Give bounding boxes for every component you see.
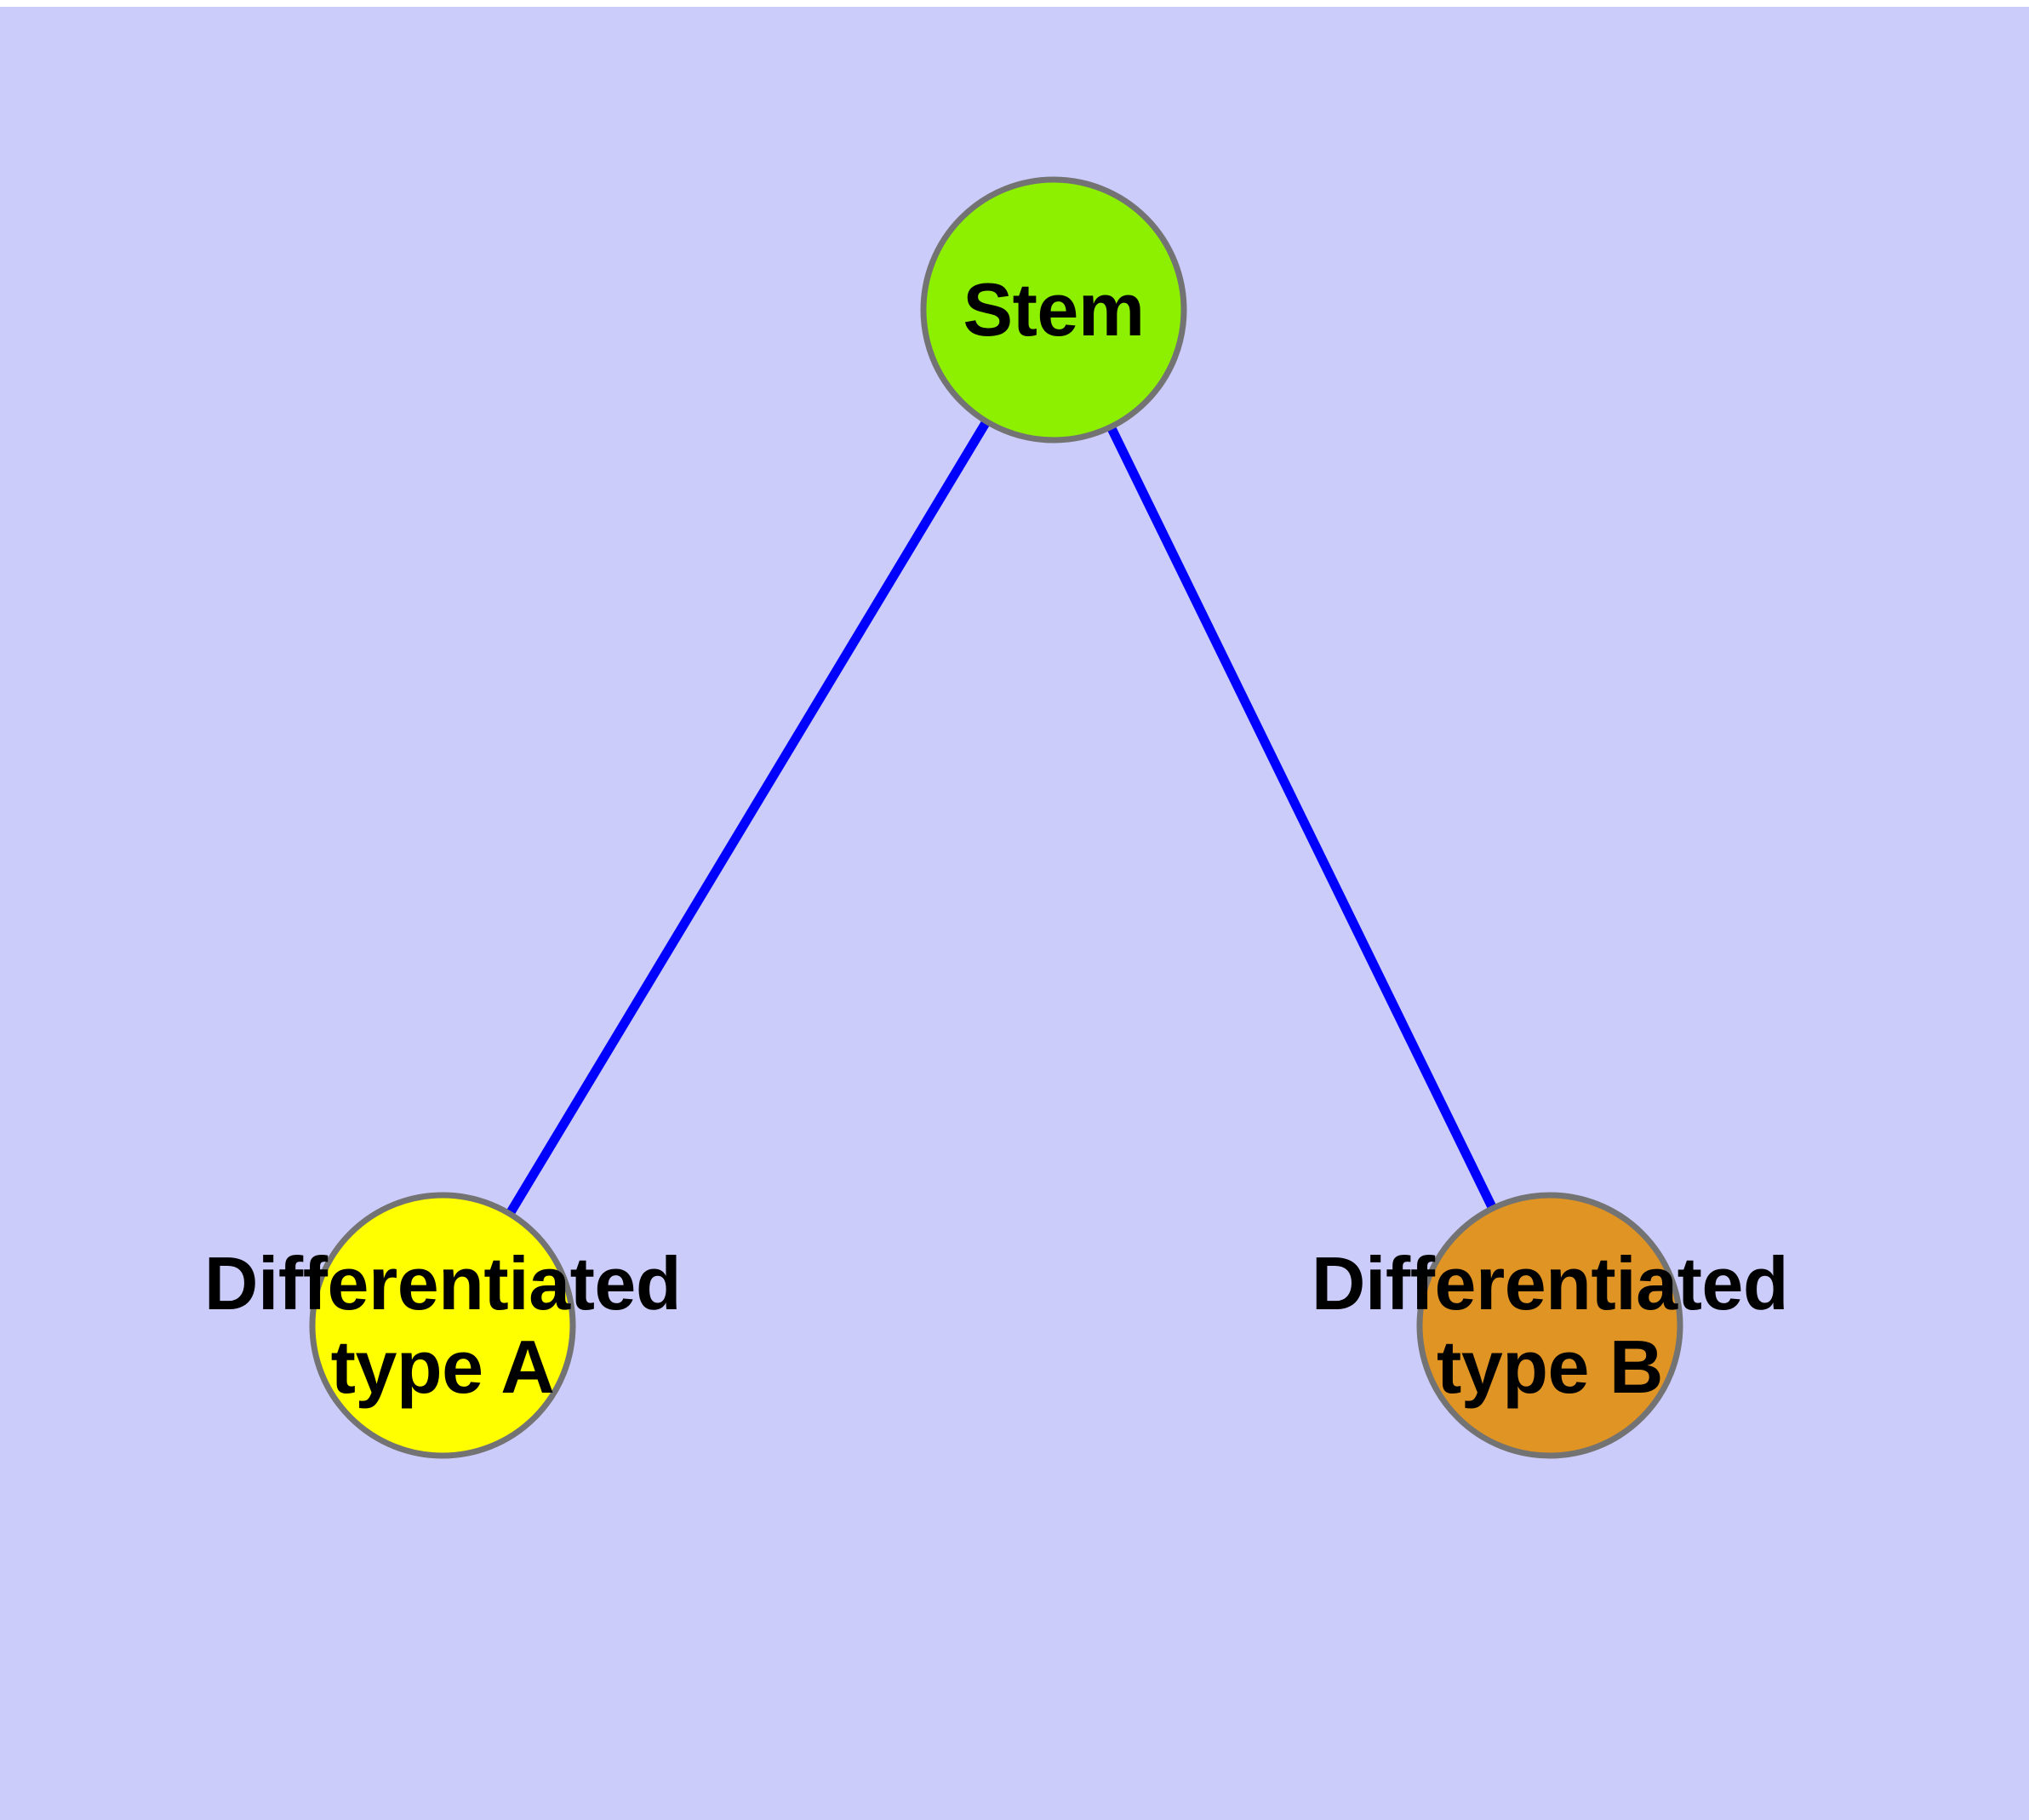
edge-stem-to-diff-b[interactable] xyxy=(1106,425,1497,1210)
nodes-group xyxy=(309,176,1683,1459)
node-diff_b[interactable] xyxy=(1416,1192,1683,1459)
graph-svg xyxy=(309,176,1683,1459)
node-stem[interactable] xyxy=(920,176,1187,444)
edge-stem-to-diff-a[interactable] xyxy=(506,419,991,1216)
node-diff_a[interactable] xyxy=(309,1192,576,1459)
edges-group xyxy=(506,419,1497,1216)
